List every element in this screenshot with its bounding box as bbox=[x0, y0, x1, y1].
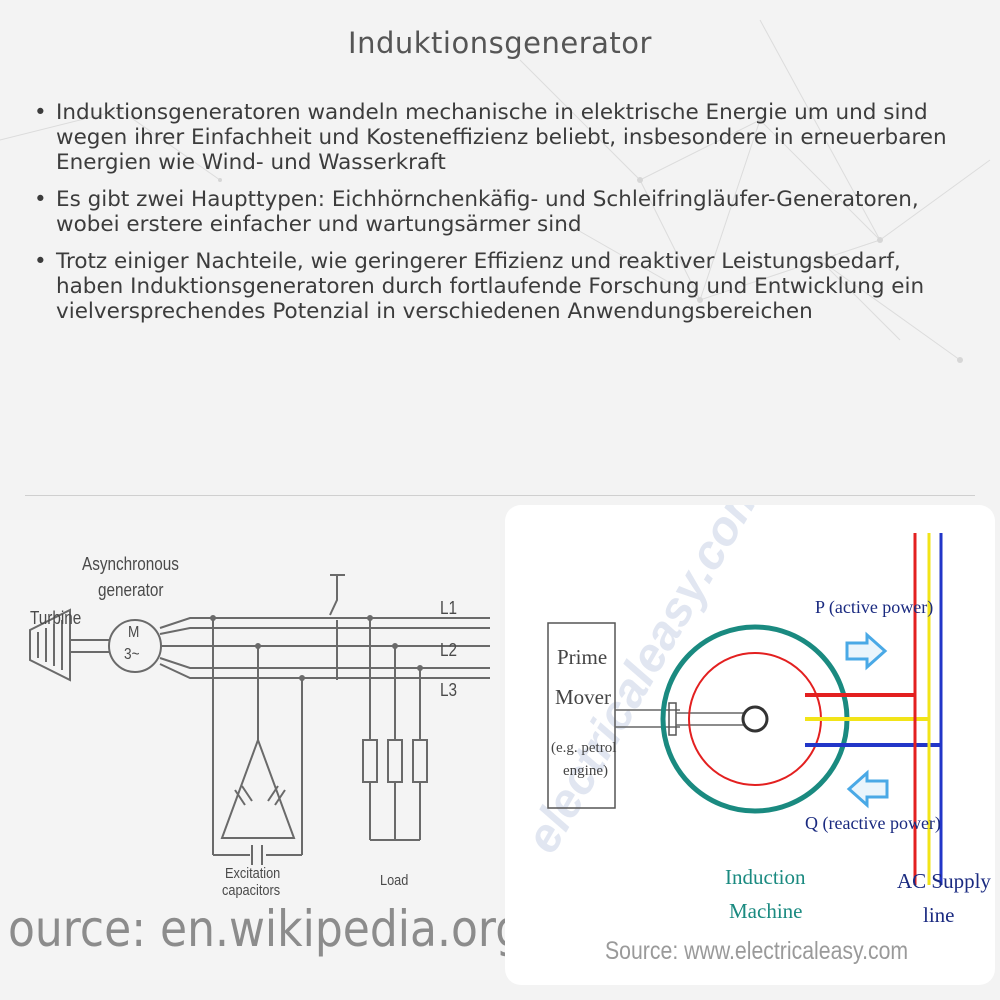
shaft-circle bbox=[741, 705, 769, 733]
left-circuit-drawing bbox=[29, 574, 490, 865]
load-resistor bbox=[362, 739, 378, 783]
section-divider bbox=[25, 495, 975, 496]
ac-supply-label: AC Supply bbox=[897, 869, 991, 893]
machine-label: Machine bbox=[729, 899, 803, 923]
capacitor-triangle bbox=[220, 737, 296, 839]
excitation-label: Excitation bbox=[225, 865, 281, 882]
eg-petrol-label: (e.g. petrol bbox=[551, 740, 617, 756]
bullet-item: • Induktionsgeneratoren wandeln mechanisc… bbox=[34, 100, 964, 175]
turbine-label: Turbine bbox=[30, 608, 82, 628]
load-resistor bbox=[412, 739, 428, 783]
load-resistor bbox=[387, 739, 403, 783]
load-label: Load bbox=[380, 872, 409, 889]
bullet-text: Trotz einiger Nachteile, wie geringerer … bbox=[56, 249, 925, 324]
phase-l1-label: L1 bbox=[440, 598, 458, 618]
bullet-item: • Trotz einiger Nachteile, wie geringerer… bbox=[34, 249, 964, 324]
motor-phase-label: 3~ bbox=[124, 646, 140, 663]
rotor-ring bbox=[688, 652, 822, 786]
bullet-text: Es gibt zwei Haupttypen: Eichhörnchenkäf… bbox=[56, 187, 919, 237]
asynchronous-generator-diagram: Asynchronous generator Turbine M 3~ L1 L… bbox=[0, 520, 523, 980]
line-label: line bbox=[923, 903, 955, 927]
phase-l3-label: L3 bbox=[440, 680, 458, 700]
generator-label: generator bbox=[98, 580, 164, 600]
bullet-text: Induktionsgeneratoren wandeln mechanisch… bbox=[56, 100, 947, 175]
bullet-dot: • bbox=[34, 100, 47, 125]
active-power-arrow bbox=[845, 631, 888, 671]
right-circuit-drawing bbox=[547, 533, 943, 885]
prime-mover-box bbox=[547, 622, 616, 809]
engine-label: engine) bbox=[563, 763, 608, 779]
coupling bbox=[668, 702, 677, 736]
source-credit-left: ource: en.wikipedia.org bbox=[8, 900, 524, 958]
phase-l2-label: L2 bbox=[440, 640, 458, 660]
asynchronous-label: Asynchronous bbox=[82, 554, 179, 574]
source-credit-right: Source: www.electricaleasy.com bbox=[605, 937, 909, 965]
mover-label: Mover bbox=[555, 685, 611, 709]
page-title: Induktionsgenerator bbox=[348, 26, 652, 60]
bullet-list: • Induktionsgeneratoren wandeln mechanisc… bbox=[34, 100, 964, 336]
turbine-shape bbox=[29, 608, 71, 682]
active-power-label: P (active power) bbox=[815, 597, 934, 617]
bullet-dot: • bbox=[34, 249, 47, 274]
bullet-dot: • bbox=[34, 187, 47, 212]
capacitors-label: capacitors bbox=[222, 882, 281, 899]
prime-label: Prime bbox=[557, 645, 608, 669]
induction-label: Induction bbox=[725, 865, 806, 889]
reactive-power-arrow bbox=[846, 769, 889, 809]
bullet-item: • Es gibt zwei Haupttypen: Eichhörnchenkä… bbox=[34, 187, 964, 237]
background-network-pattern bbox=[0, 19, 991, 363]
motor-m-label: M bbox=[128, 624, 140, 641]
reactive-power-label: Q (reactive power) bbox=[805, 813, 941, 833]
induction-machine-diagram: electricaleasy.com Prime Mover (e.g. pet… bbox=[505, 505, 995, 985]
